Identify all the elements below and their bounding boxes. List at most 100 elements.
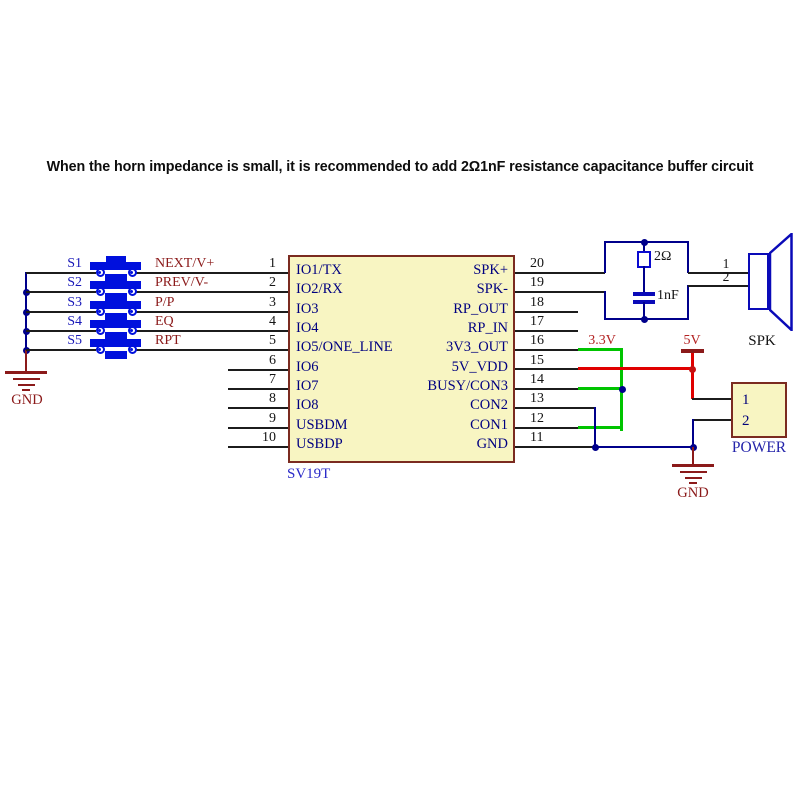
speaker-pin-number: 2 — [722, 269, 730, 284]
button-nub — [106, 333, 126, 339]
net-label: RPT — [155, 333, 181, 348]
wire — [643, 302, 645, 319]
pin-wire — [515, 407, 595, 409]
junction-dot — [688, 365, 696, 373]
pin-number: 15 — [530, 353, 544, 368]
wire — [692, 419, 731, 421]
reference-label: S3 — [67, 295, 82, 310]
wire — [688, 285, 748, 287]
button-actuator — [90, 320, 141, 328]
pin-wire — [515, 349, 578, 351]
terminal-ring — [95, 268, 105, 277]
pin-wire — [228, 407, 288, 409]
wire — [136, 349, 288, 351]
pin-number: 19 — [530, 275, 544, 290]
pin-number: 8 — [269, 391, 276, 406]
speaker-cone-icon — [769, 233, 793, 331]
pin-number: 9 — [269, 411, 276, 426]
net-label: NEXT/V+ — [155, 256, 215, 271]
pin-name: USBDM — [296, 417, 348, 433]
net-label: EQ — [155, 314, 174, 329]
schematic-title: When the horn impedance is small, it is … — [46, 159, 754, 175]
speaker-label: SPK — [748, 333, 776, 349]
wire — [604, 241, 606, 273]
terminal-ring — [95, 287, 105, 296]
button-nub — [106, 275, 126, 281]
pin-name: SPK+ — [473, 262, 508, 278]
pin-wire — [228, 369, 288, 371]
pin-number: 7 — [269, 372, 276, 387]
pin-name: IO1/TX — [296, 262, 342, 278]
power-connector — [731, 382, 787, 438]
wire — [687, 285, 689, 320]
power-pin-number: 1 — [742, 392, 750, 408]
gnd-symbol — [17, 383, 35, 387]
pin-number: 20 — [530, 256, 544, 271]
terminal-ring — [127, 326, 137, 335]
junction-dot — [640, 315, 648, 323]
wire — [691, 352, 694, 368]
reference-label: S5 — [67, 333, 82, 348]
pin-name: SPK- — [476, 281, 508, 297]
wire — [26, 291, 96, 293]
button-actuator — [90, 281, 141, 289]
wire — [687, 241, 689, 273]
button-actuator — [90, 339, 141, 347]
power-label: POWER — [731, 439, 787, 456]
net-label: PREV/V- — [155, 275, 209, 290]
gnd-label: GND — [11, 392, 43, 408]
pin-wire — [228, 388, 288, 390]
wire — [136, 311, 288, 313]
button-nub — [106, 314, 126, 320]
pin-name: IO8 — [296, 397, 319, 413]
reference-label: S4 — [67, 314, 82, 329]
ic-body — [288, 255, 515, 463]
wire — [136, 272, 288, 274]
power-rail-bar — [681, 349, 704, 353]
gnd-symbol — [689, 482, 697, 485]
wire — [136, 330, 288, 332]
pin-wire — [515, 291, 605, 293]
capacitor-value: 1nF — [657, 288, 679, 303]
wire — [691, 368, 694, 399]
capacitor-symbol — [633, 299, 655, 304]
gnd-symbol — [22, 389, 30, 392]
pin-name: 3V3_OUT — [445, 339, 508, 355]
button-contact — [105, 351, 127, 359]
wire — [643, 266, 645, 294]
pin-number: 17 — [530, 314, 544, 329]
resistor-value: 2Ω — [654, 249, 672, 264]
junction-dot — [640, 238, 648, 246]
pin-name: IO3 — [296, 301, 319, 317]
pin-number: 2 — [269, 275, 276, 290]
pin-name: IO6 — [296, 359, 319, 375]
junction-dot — [618, 385, 626, 393]
wire — [688, 272, 748, 274]
gnd-stem — [692, 447, 694, 465]
terminal-ring — [127, 268, 137, 277]
wire — [26, 311, 96, 313]
button-nub — [106, 256, 126, 262]
net-label: P/P — [155, 295, 175, 310]
pin-name: CON1 — [470, 417, 508, 433]
speaker-symbol — [748, 253, 769, 310]
wire — [26, 349, 96, 351]
speaker-pin-number: 1 — [722, 256, 730, 271]
terminal-ring — [95, 326, 105, 335]
pin-number: 11 — [530, 430, 544, 445]
pin-name: IO5/ONE_LINE — [296, 339, 393, 355]
rail-label-3v3: 3.3V — [588, 333, 616, 348]
pin-wire — [228, 427, 288, 429]
pin-wire — [515, 388, 578, 390]
wire — [578, 426, 623, 429]
wire — [26, 272, 96, 274]
pin-number: 12 — [530, 411, 544, 426]
pin-wire — [228, 446, 288, 448]
pin-wire — [515, 272, 605, 274]
pin-number: 16 — [530, 333, 544, 348]
terminal-ring — [127, 307, 137, 316]
pin-name: RP_IN — [467, 320, 508, 336]
pin-number: 1 — [269, 256, 276, 271]
terminal-ring — [127, 345, 137, 354]
pin-wire — [515, 368, 578, 370]
